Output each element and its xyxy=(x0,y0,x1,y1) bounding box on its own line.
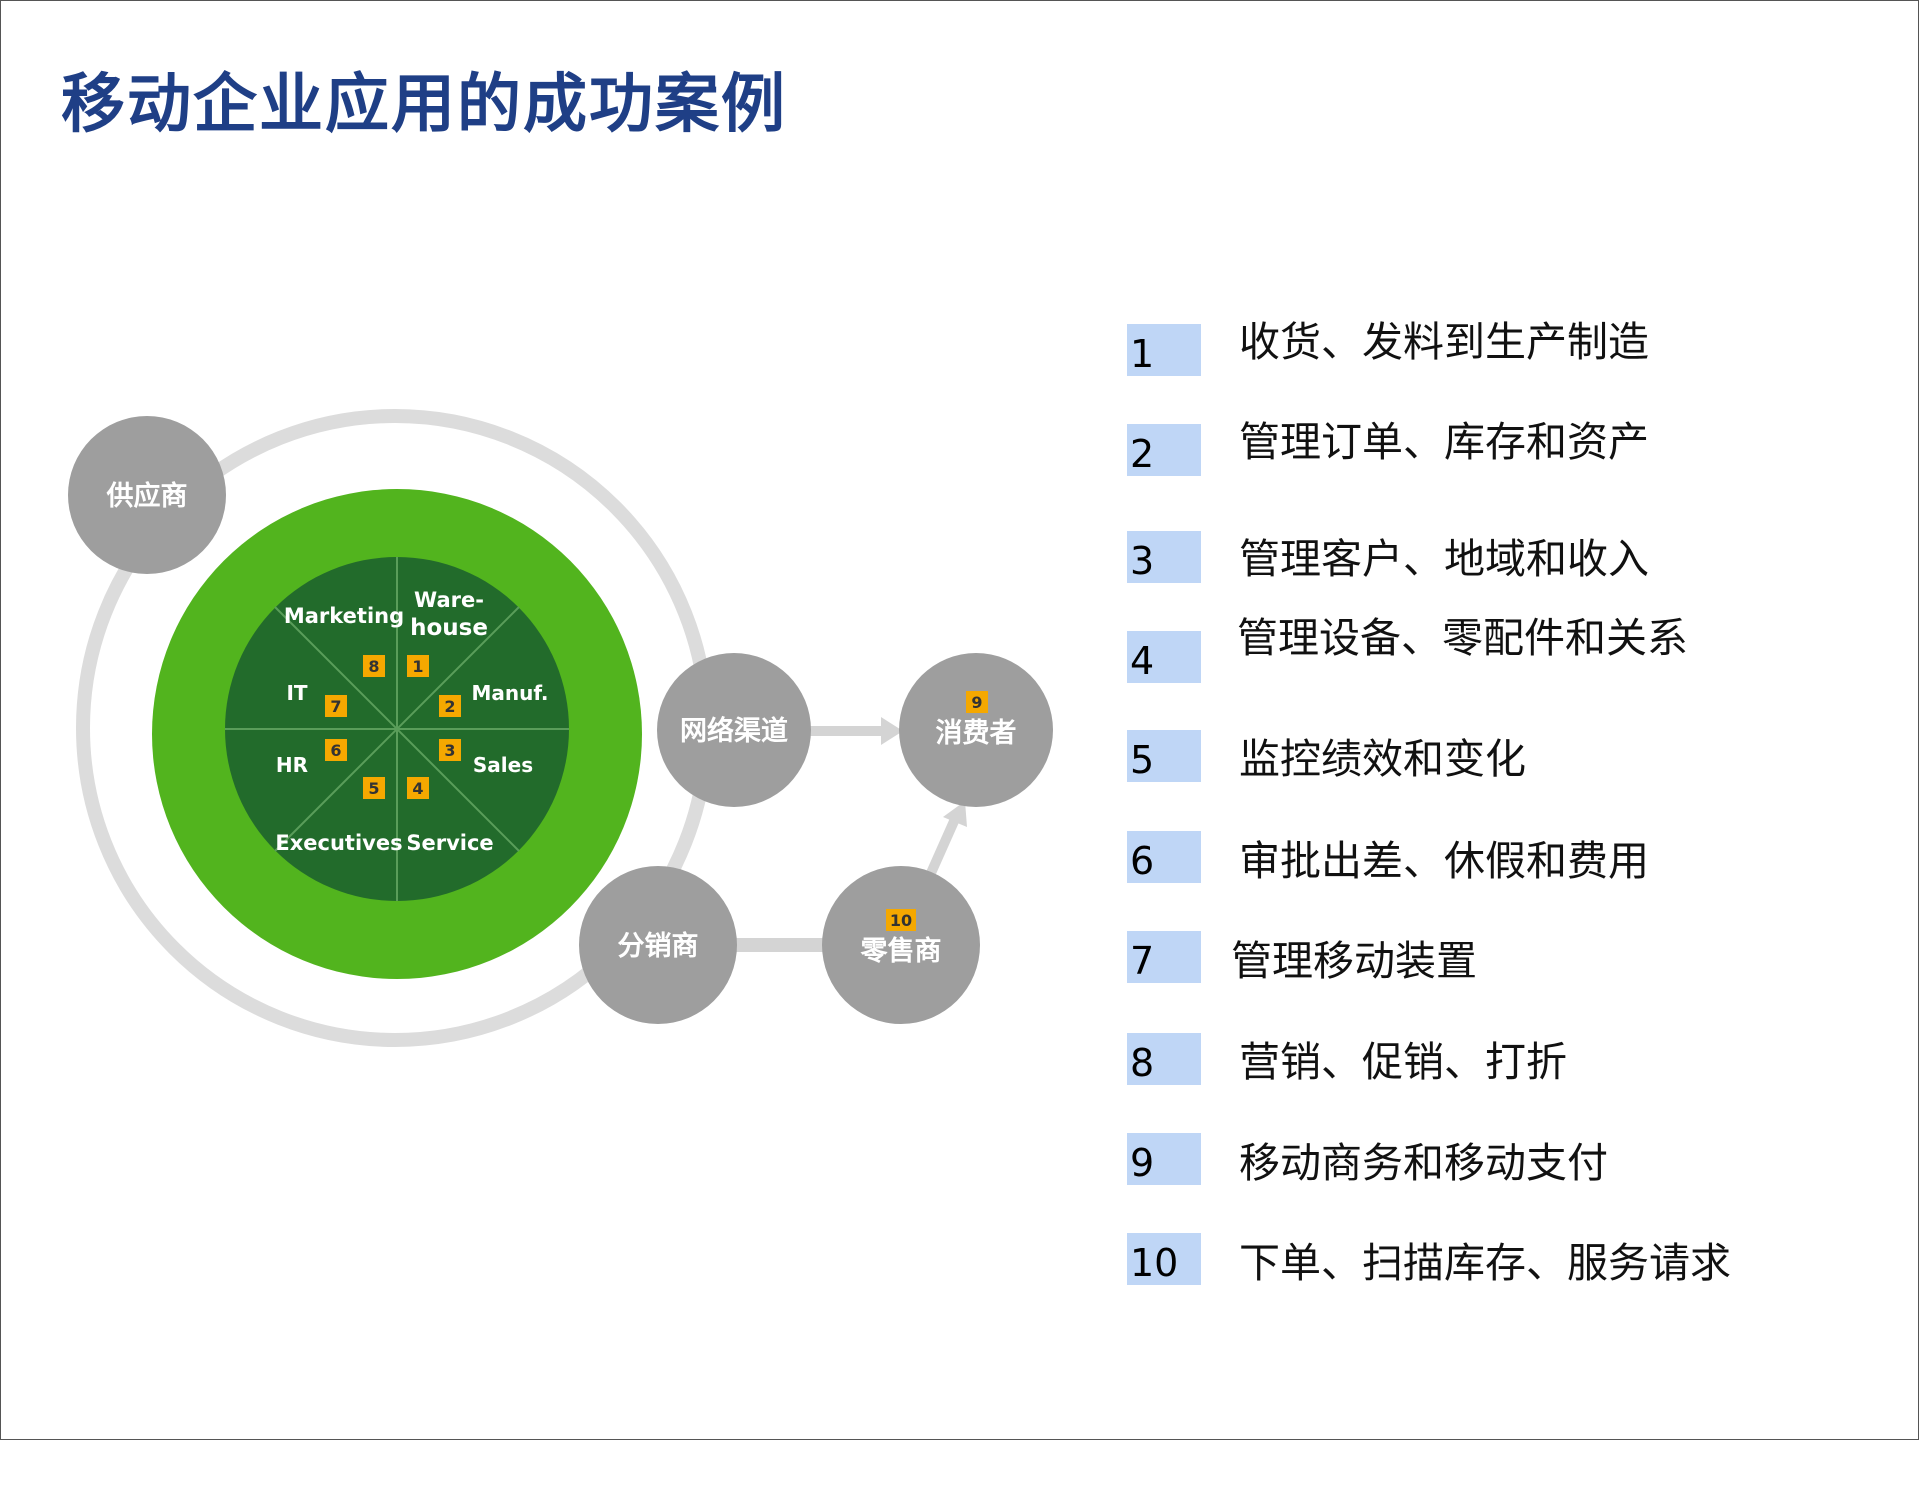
badge-4: 4 xyxy=(407,777,429,799)
badge-10 xyxy=(886,909,916,931)
segment-marketing: Marketing xyxy=(284,604,404,628)
segment-warehouse-line1: Ware- xyxy=(414,588,484,612)
legend-text: 管理移动装置 xyxy=(1231,937,1477,985)
segment-hr: HR xyxy=(276,753,308,777)
legend-text: 管理客户、地域和收入 xyxy=(1239,535,1649,583)
svg-text:分销商: 分销商 xyxy=(618,931,699,962)
segment-executives: Executives xyxy=(275,831,402,855)
svg-text:供应商: 供应商 xyxy=(106,480,188,512)
svg-text:10: 10 xyxy=(890,911,912,930)
badge-3: 3 xyxy=(439,739,461,761)
segment-it: IT xyxy=(286,681,307,705)
legend-text: 管理设备、零配件和关系 xyxy=(1237,614,1688,662)
svg-text:8: 8 xyxy=(368,657,379,676)
svg-text:消费者: 消费者 xyxy=(936,718,1017,749)
page-title: 移动企业应用的成功案例 xyxy=(61,68,787,142)
legend-text: 管理订单、库存和资产 xyxy=(1239,418,1649,466)
legend-item: 7 管理移动装置 xyxy=(1127,931,1919,985)
badge-9 xyxy=(966,691,988,713)
legend-item: 8 营销、促销、打折 xyxy=(1127,1033,1919,1086)
legend-text: 营销、促销、打折 xyxy=(1239,1038,1567,1086)
slide: 移动企业应用的成功案例 Marketing Ware- house IT xyxy=(0,0,1919,1440)
legend-number: 3 xyxy=(1127,531,1201,583)
svg-text:9: 9 xyxy=(971,693,982,712)
legend-item: 3 管理客户、地域和收入 xyxy=(1127,531,1919,583)
legend-item: 5 监控绩效和变化 xyxy=(1127,730,1919,783)
legend-number: 9 xyxy=(1127,1133,1201,1185)
segment-manuf: Manuf. xyxy=(471,681,548,705)
legend-number: 10 xyxy=(1127,1233,1201,1285)
badge-7: 7 xyxy=(325,695,347,717)
badge-5: 5 xyxy=(363,777,385,799)
arrow-retailer-consumer xyxy=(926,816,960,876)
segment-sales: Sales xyxy=(473,753,533,777)
legend-text: 移动商务和移动支付 xyxy=(1239,1139,1608,1187)
legend-text: 审批出差、休假和费用 xyxy=(1239,837,1649,885)
legend-number: 4 xyxy=(1127,631,1201,683)
svg-text:4: 4 xyxy=(412,779,423,798)
svg-text:6: 6 xyxy=(330,741,341,760)
svg-text:3: 3 xyxy=(444,741,455,760)
badge-8: 8 xyxy=(363,655,385,677)
svg-text:1: 1 xyxy=(412,657,423,676)
segment-service: Service xyxy=(406,831,493,855)
badge-6: 6 xyxy=(325,739,347,761)
legend-item: 10 下单、扫描库存、服务请求 xyxy=(1127,1233,1919,1287)
legend-item: 4 管理设备、零配件和关系 xyxy=(1127,614,1919,683)
node-retailer: 10 零售商 xyxy=(822,866,980,1024)
legend-item: 1 收货、发料到生产制造 xyxy=(1127,318,1919,376)
enterprise-diagram: Marketing Ware- house IT Manuf. HR Sales… xyxy=(68,409,1053,1047)
legend-number: 7 xyxy=(1127,931,1201,983)
legend-item: 9 移动商务和移动支付 xyxy=(1127,1133,1919,1187)
legend-item: 2 管理订单、库存和资产 xyxy=(1127,418,1919,476)
badge-1: 1 xyxy=(407,655,429,677)
legend-number: 5 xyxy=(1127,730,1201,782)
badge-2: 2 xyxy=(439,695,461,717)
legend-number: 6 xyxy=(1127,831,1201,883)
svg-text:2: 2 xyxy=(444,697,455,716)
legend-number: 1 xyxy=(1127,324,1201,376)
node-consumer: 9 消费者 xyxy=(899,653,1053,807)
svg-text:零售商: 零售商 xyxy=(860,935,942,967)
node-network-channel: 网络渠道 xyxy=(657,653,811,807)
legend-text: 监控绩效和变化 xyxy=(1239,735,1526,783)
svg-text:网络渠道: 网络渠道 xyxy=(680,715,788,747)
segment-dividers xyxy=(225,557,569,901)
legend-number: 8 xyxy=(1127,1033,1201,1085)
node-supplier: 供应商 xyxy=(68,416,226,574)
node-distributor: 分销商 xyxy=(579,866,737,1024)
svg-text:7: 7 xyxy=(330,697,341,716)
flow-arrows xyxy=(729,717,967,952)
legend-item: 6 审批出差、休假和费用 xyxy=(1127,831,1919,885)
svg-text:5: 5 xyxy=(368,779,379,798)
legend-number: 2 xyxy=(1127,424,1201,476)
segment-warehouse-line2: house xyxy=(410,615,488,641)
legend-text: 下单、扫描库存、服务请求 xyxy=(1239,1239,1731,1287)
legend-text: 收货、发料到生产制造 xyxy=(1239,318,1649,366)
